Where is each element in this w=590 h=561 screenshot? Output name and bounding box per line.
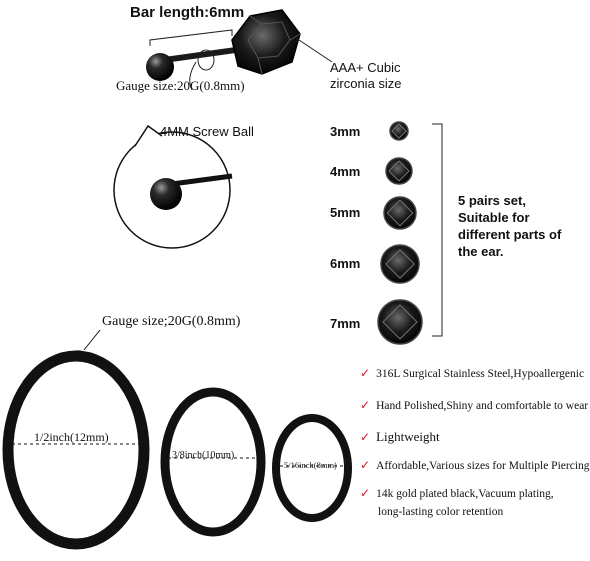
check-icon: ✓ (360, 398, 371, 412)
gauge-circle (197, 49, 215, 71)
size-label-6mm: 6mm (330, 256, 361, 271)
bar-length-bracket (149, 29, 233, 46)
hoop-large (2, 350, 150, 550)
check-icon: ✓ (360, 366, 371, 380)
gem-7mm (377, 299, 423, 345)
size-label-4mm: 4mm (330, 164, 361, 179)
gem-6mm (380, 244, 420, 284)
zirconia-gems (377, 121, 423, 345)
size-label-5mm: 5mm (330, 205, 361, 220)
feature-item: ✓Affordable,Various sizes for Multiple P… (360, 458, 590, 472)
screw-ball-label: 4MM Screw Ball (160, 124, 254, 139)
gem-3mm (389, 121, 409, 141)
size-label-7mm: 7mm (330, 316, 361, 331)
size-label-3mm: 3mm (330, 124, 361, 139)
hoop-small-label: 5/16inch(8mm) (284, 460, 337, 470)
gem-5mm (383, 196, 417, 230)
gem-4mm (385, 157, 413, 185)
hoop-large-label: 1/2inch(12mm) (34, 430, 109, 444)
screw-ball-zoom (113, 124, 233, 249)
zirconia-label: AAA+ Cubic zirconia size (330, 60, 402, 91)
hoop-gauge-label: Gauge size;20G(0.8mm) (102, 314, 241, 329)
feature-item: ✓Hand Polished,Shiny and comfortable to … (360, 398, 589, 412)
feature-item: ✓14k gold plated black,Vacuum plating, (360, 486, 554, 500)
hoop-small (272, 414, 352, 522)
stud-earring (146, 9, 301, 81)
stone-pointer (295, 37, 333, 63)
feature-item: ✓Lightweight (360, 429, 440, 444)
check-icon: ✓ (360, 458, 371, 472)
feature-item: ✓316L Surgical Stainless Steel,Hypoaller… (360, 366, 585, 380)
set-bracket (432, 123, 443, 337)
hoop-gauge-pointer (83, 329, 101, 351)
gauge-pointer (189, 61, 197, 91)
bar-length-label: Bar length:6mm (130, 4, 245, 21)
check-icon: ✓ (360, 430, 371, 444)
hoop-medium-label: 3/8inch(10mm) (172, 450, 235, 461)
hoop-medium (160, 387, 266, 537)
check-icon: ✓ (360, 486, 371, 500)
stud-gauge-label: Gauge size:20G(0.8mm) (116, 78, 245, 93)
feature-item-continued: long-lasting color retention (378, 506, 504, 518)
set-note: 5 pairs set, Suitable for different part… (458, 193, 562, 259)
product-illustration (2, 9, 443, 550)
